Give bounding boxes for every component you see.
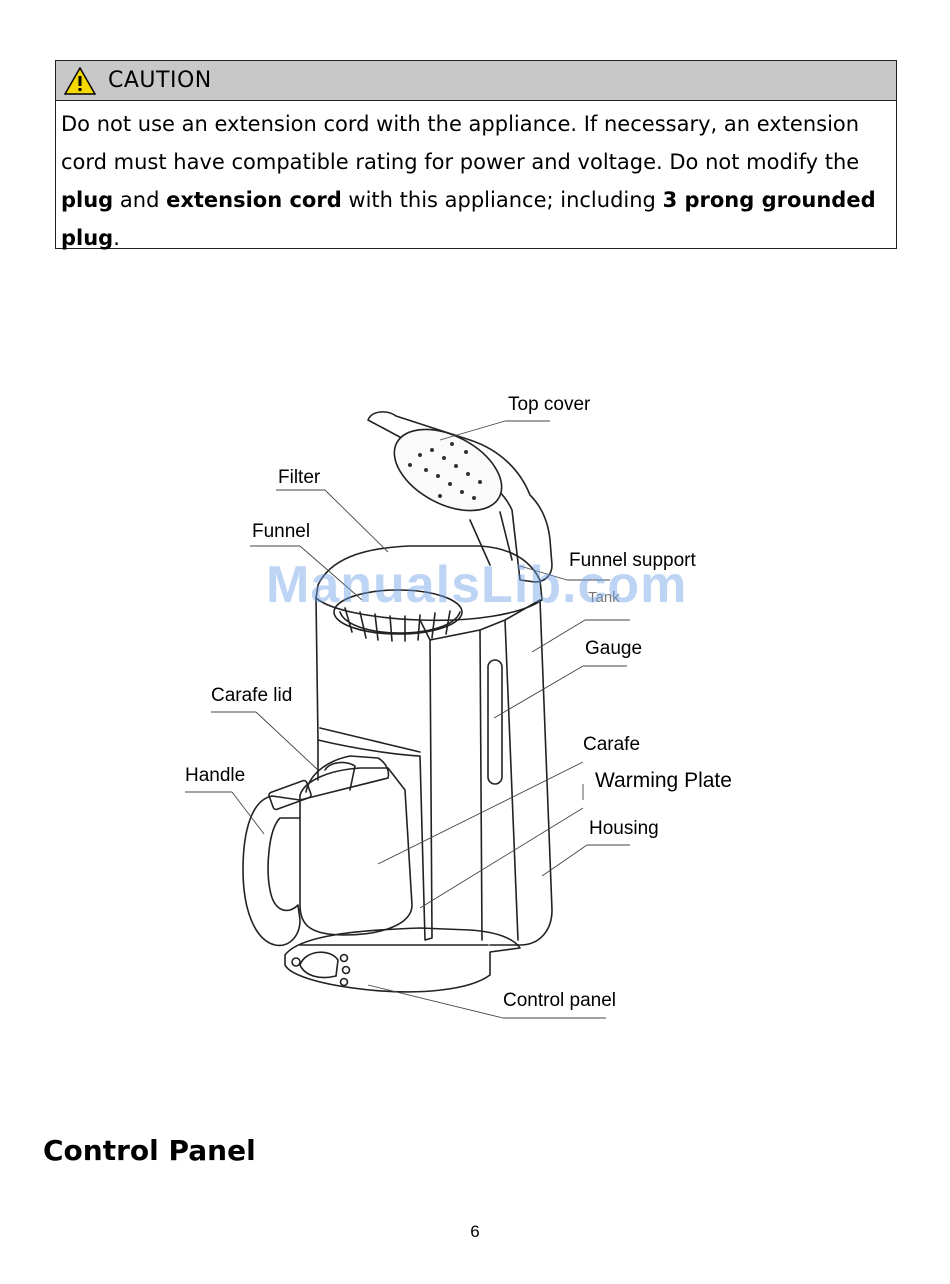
caution-bold-plug: plug [61, 188, 114, 212]
label-warming-plate: Warming Plate [595, 769, 732, 792]
caution-header: CAUTION [56, 61, 896, 101]
label-gauge: Gauge [585, 638, 643, 659]
label-carafe-lid: Carafe lid [211, 685, 293, 706]
section-title: Control Panel [43, 1134, 256, 1167]
label-carafe: Carafe [583, 734, 641, 755]
caution-text-part: Do not use an extension cord with the ap… [61, 112, 860, 174]
label-funnel-support: Funnel support [569, 550, 696, 571]
top-cover-shape [367, 411, 553, 583]
carafe-lid [299, 755, 390, 801]
label-funnel: Funnel [252, 521, 311, 542]
caution-text-part: . [113, 226, 120, 250]
carafe-body [299, 767, 413, 936]
water-gauge-window [487, 659, 503, 785]
machine-front-panel [315, 597, 433, 941]
label-tank: Tank [588, 589, 620, 606]
caution-box: CAUTION Do not use an extension cord wit… [55, 60, 897, 250]
leader-lines [185, 420, 630, 1019]
watermark-text: ManualsLib.com [266, 556, 688, 614]
machine-base [284, 927, 521, 993]
funnel-shape [333, 589, 463, 635]
page-number: 6 [470, 1222, 480, 1241]
showerhead-holes [408, 442, 482, 500]
control-panel-display [299, 951, 339, 979]
carafe-handle [242, 795, 301, 947]
caution-bold-grounded-plug: 3 prong grounded plug [61, 188, 876, 250]
label-housing: Housing [589, 818, 659, 839]
caution-text-part: with this appliance; including [341, 188, 663, 212]
warning-triangle-icon [64, 66, 96, 95]
caution-text: Do not use an extension cord with the ap… [56, 101, 896, 257]
caution-title: CAUTION [108, 68, 212, 93]
label-top-cover: Top cover [508, 394, 591, 415]
machine-top-rim [315, 545, 543, 622]
caution-bold-extension-cord: extension cord [166, 188, 342, 212]
top-cover-showerhead [393, 428, 503, 512]
label-control-panel: Control panel [503, 990, 617, 1011]
label-filter: Filter [278, 467, 321, 488]
caution-text-part: and [113, 188, 167, 212]
tank-side [479, 599, 553, 946]
label-handle: Handle [185, 765, 246, 786]
